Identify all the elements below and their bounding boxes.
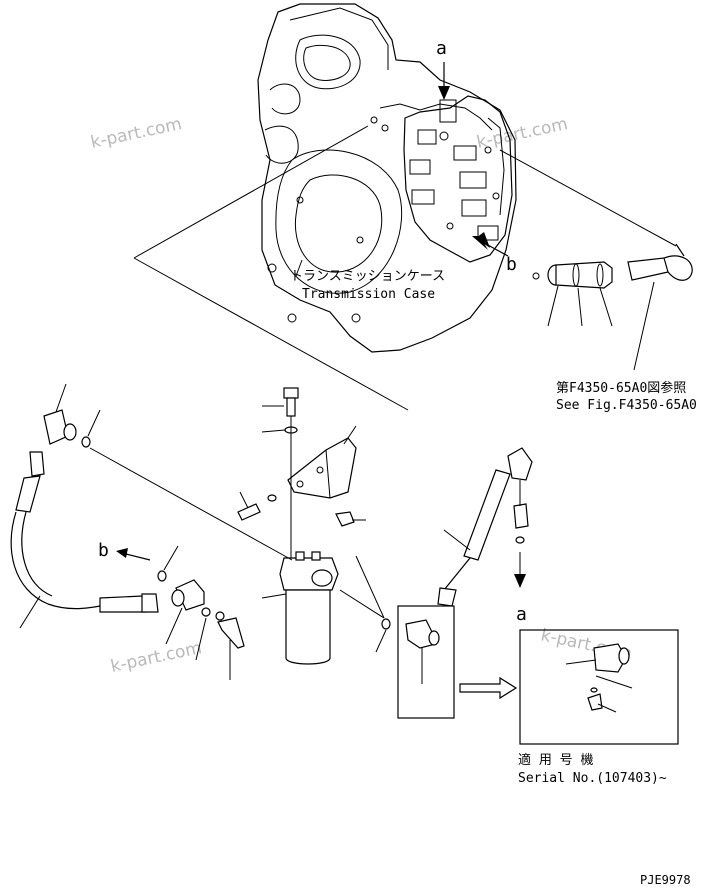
pointer-arrow-icon bbox=[476, 232, 490, 248]
serial-label-en: Serial No.(107403)~ bbox=[518, 771, 667, 786]
filter-assembly bbox=[237, 387, 366, 665]
callout-a-top: a bbox=[436, 38, 447, 59]
detail-a-inset bbox=[519, 629, 679, 745]
callout-b-top: b bbox=[506, 254, 517, 275]
callout-b-left: b bbox=[98, 540, 109, 561]
pipe-assembly-top-right bbox=[532, 243, 693, 371]
sensor-inset bbox=[397, 605, 455, 719]
hollow-right-arrow-icon bbox=[459, 676, 518, 700]
watermark-1: k-part.com bbox=[89, 114, 184, 153]
transmission-case-label-en: Transmission Case bbox=[302, 287, 435, 302]
serial-label-jp: 適 用 号 機 bbox=[518, 752, 593, 768]
drawing-code: PJE9978 bbox=[640, 873, 691, 887]
sensor-box bbox=[397, 605, 455, 719]
detail-a-box bbox=[519, 629, 679, 745]
transmission-case-drawing bbox=[257, 3, 517, 353]
hose-assembly-right bbox=[339, 447, 533, 653]
pointer-arrow-icon bbox=[438, 86, 450, 100]
transmission-case-label-jp: トランスミッションケース bbox=[290, 269, 445, 284]
callout-a-detail: a bbox=[516, 604, 527, 625]
hose-assembly-left: b bbox=[10, 383, 293, 680]
see-fig-label-en: See Fig.F4350-65A0 bbox=[556, 398, 697, 413]
see-fig-label-jp: 第F4350-65A0図参照 bbox=[556, 380, 686, 396]
watermark-3: k-part.com bbox=[109, 638, 204, 677]
